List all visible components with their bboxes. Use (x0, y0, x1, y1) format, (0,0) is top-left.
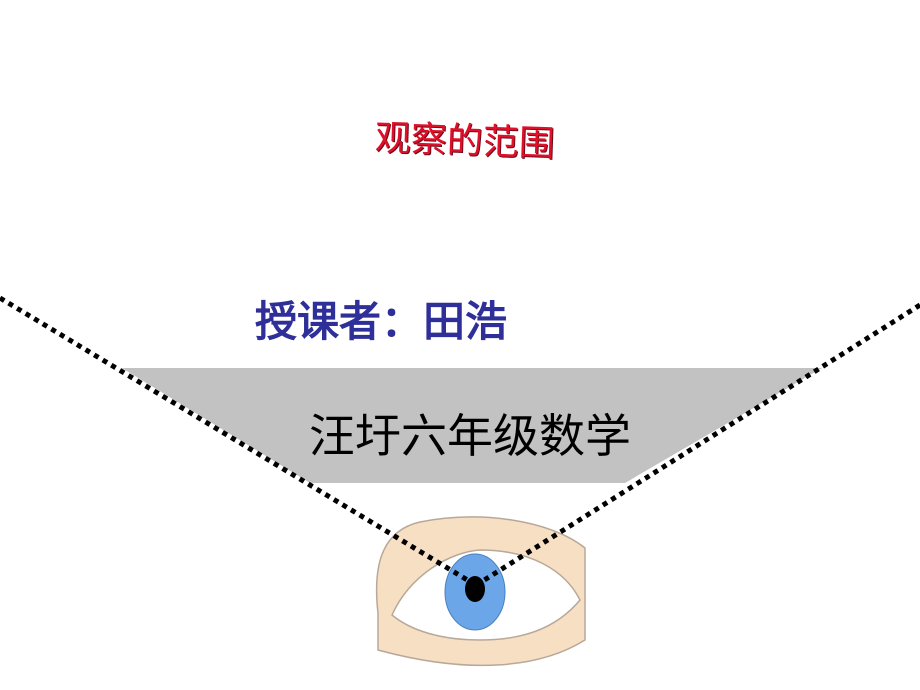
sight-line-left (0, 295, 476, 587)
slide-title: 观察的范围 (374, 117, 556, 166)
view-band (122, 368, 822, 483)
sight-line-right (476, 302, 920, 587)
school-label: 汪圩六年级数学 (309, 409, 631, 463)
author-line: 授课者：田浩 (255, 297, 508, 346)
eye-icon (375, 516, 586, 667)
